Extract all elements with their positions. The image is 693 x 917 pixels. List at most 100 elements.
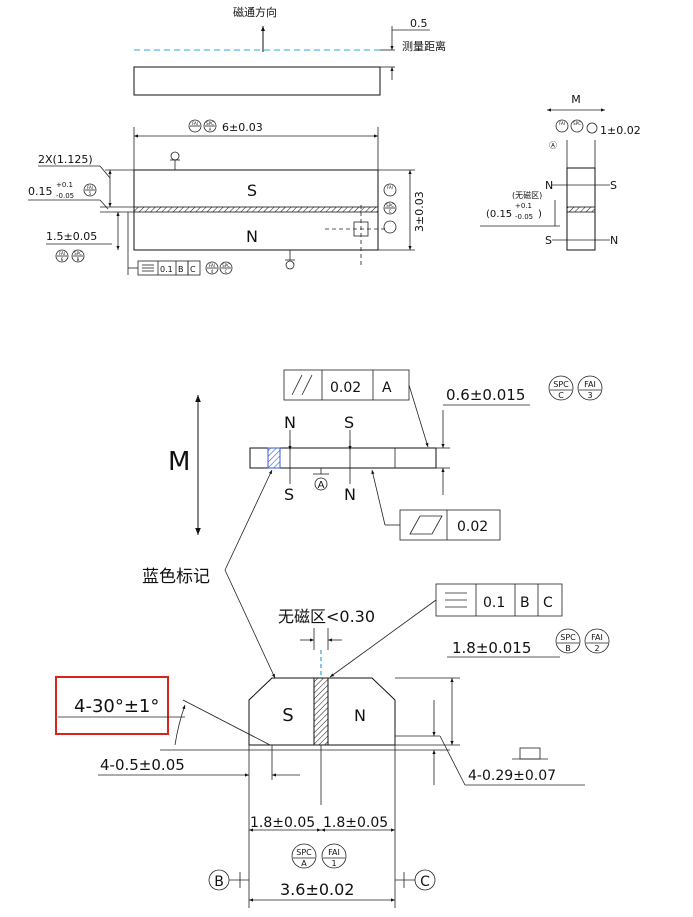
- svg-text:-0.05: -0.05: [515, 213, 533, 221]
- sym-value: 0.1: [483, 595, 505, 611]
- small-badges: FAI SPC: [555, 119, 598, 134]
- parallel-value: 0.02: [330, 380, 361, 396]
- pole-s: S: [247, 181, 257, 200]
- svg-text:FAI: FAI: [87, 185, 93, 190]
- svg-text:4: 4: [211, 269, 214, 274]
- fai-badge-gap: FAI 5: [83, 183, 97, 197]
- datum-a-small: Ⓐ: [549, 141, 557, 150]
- svg-text:A: A: [301, 859, 307, 868]
- svg-text:C: C: [420, 874, 430, 890]
- svg-text:C: C: [389, 209, 392, 214]
- right-badges: FAI SPC C: [383, 183, 397, 234]
- datum-marker-top: [170, 151, 180, 161]
- plan-pole-n: N: [354, 706, 366, 725]
- small-s-bottom: S: [545, 234, 552, 247]
- height-dim-large: 1.8±0.015: [452, 639, 531, 657]
- large-s-top: S: [344, 413, 354, 432]
- gap-dim: 0.15: [28, 185, 53, 198]
- flux-direction-label: 磁通方向: [233, 5, 277, 19]
- svg-text:FAI: FAI: [328, 848, 340, 857]
- svg-text:SPC: SPC: [206, 121, 214, 126]
- svg-text:1: 1: [331, 859, 336, 868]
- left-half-dim: 1.8±0.05: [250, 815, 315, 831]
- twox-dim: 2X(1.125): [38, 153, 93, 166]
- svg-text:B: B: [565, 644, 571, 653]
- svg-text:5: 5: [89, 191, 92, 196]
- svg-text:C: C: [558, 391, 564, 400]
- small-s-top: S: [610, 179, 617, 192]
- side-view-large: M 0.02 A N S S N A 0.6±0.015: [142, 369, 603, 679]
- height-dim: 3±0.03: [413, 191, 426, 232]
- chamfer-dim: 4-0.5±0.05: [100, 756, 185, 774]
- no-magnet-zone-hatch: [133, 206, 379, 213]
- m-label-small: M: [571, 93, 581, 106]
- front-view: FAI SPC A 6±0.03 S N FAI SPC C: [28, 119, 426, 276]
- small-note: (无磁区): [512, 190, 542, 200]
- svg-text:2: 2: [594, 644, 599, 653]
- svg-text:FAI: FAI: [192, 121, 198, 126]
- thickness-dim-large: 0.6±0.015: [446, 386, 525, 404]
- flatness-frame: 0.02: [399, 509, 501, 541]
- plan-pole-s: S: [282, 705, 293, 726]
- center-zone-hatch: [313, 677, 329, 746]
- svg-text:SPC: SPC: [560, 633, 576, 642]
- symmetry-frame-small: 0.1 B: [137, 260, 189, 276]
- spc-badge: SPC A: [203, 119, 217, 133]
- large-n-top: N: [284, 413, 296, 432]
- svg-text:FAI: FAI: [591, 633, 603, 642]
- angle-dim: 4-30°±1°: [74, 696, 159, 717]
- svg-text:B: B: [214, 874, 224, 890]
- flatness-value: 0.02: [457, 519, 488, 535]
- right-half-dim: 1.8±0.05: [323, 815, 388, 831]
- svg-text:A: A: [318, 480, 325, 491]
- svg-text:SPC: SPC: [296, 848, 312, 857]
- m-label-large: M: [168, 447, 190, 477]
- measure-distance-label: 测量距离: [402, 39, 446, 53]
- svg-text:FAI: FAI: [584, 380, 596, 389]
- symmetry-frame-large: 0.1 B C: [435, 583, 563, 617]
- svg-text:0.1: 0.1: [160, 265, 173, 274]
- svg-text:SPC: SPC: [222, 263, 230, 268]
- small-n-bottom: N: [610, 234, 618, 247]
- svg-text:SPC: SPC: [573, 121, 581, 126]
- svg-text:+0.1: +0.1: [515, 202, 532, 210]
- lower-badges: FAI 6 SPC B: [55, 249, 85, 263]
- sym-c: C: [543, 595, 553, 611]
- small-n-top: N: [545, 179, 553, 192]
- svg-text:FAI: FAI: [59, 251, 65, 256]
- small-thickness-dim: 1±0.02: [600, 124, 641, 137]
- width-dim: 6±0.03: [222, 121, 263, 134]
- pole-n: N: [246, 227, 258, 246]
- side-view-small: M FAI SPC 1±0.02 Ⓐ N S S N (无磁区) (0.15 +…: [480, 93, 641, 251]
- datum-marker-bottom: [285, 260, 295, 270]
- svg-text:SPC: SPC: [553, 380, 569, 389]
- height-badges: SPC B FAI 2: [555, 628, 610, 654]
- chamfer-depth-dim: 4-0.29±0.07: [468, 768, 556, 784]
- measure-offset: 0.5: [410, 17, 428, 30]
- plan-view: 无磁区<0.30 0.1 B C S N 1.8±0.015: [55, 583, 610, 908]
- angle-highlight-box: [55, 676, 169, 735]
- svg-text:A: A: [209, 127, 212, 132]
- total-width-dim: 3.6±0.02: [280, 880, 354, 899]
- large-n-bottom: N: [344, 485, 356, 504]
- large-side-body: [249, 447, 437, 469]
- svg-text:SPC: SPC: [386, 203, 394, 208]
- svg-text:SPC: SPC: [74, 251, 82, 256]
- top-view: 磁通方向 0.5 测量距离: [133, 5, 446, 96]
- svg-text:3: 3: [587, 391, 592, 400]
- svg-text:B: B: [178, 265, 184, 274]
- svg-text:): ): [538, 209, 542, 220]
- thickness-badges: SPC C FAI 3: [548, 375, 603, 401]
- gap-tol-down: -0.05: [56, 192, 74, 200]
- top-view-body: [133, 66, 381, 96]
- svg-text:FAI: FAI: [209, 263, 215, 268]
- parallelism-frame: 0.02 A: [283, 369, 410, 401]
- svg-text:FAI: FAI: [387, 185, 393, 190]
- svg-text:6: 6: [61, 257, 64, 262]
- svg-text:B: B: [77, 257, 80, 262]
- bottom-badges: SPC A FAI 1: [291, 843, 347, 869]
- gap-tol-up: +0.1: [56, 181, 73, 189]
- blue-mark-label: 蓝色标记: [142, 567, 210, 587]
- sym-b: B: [520, 595, 530, 611]
